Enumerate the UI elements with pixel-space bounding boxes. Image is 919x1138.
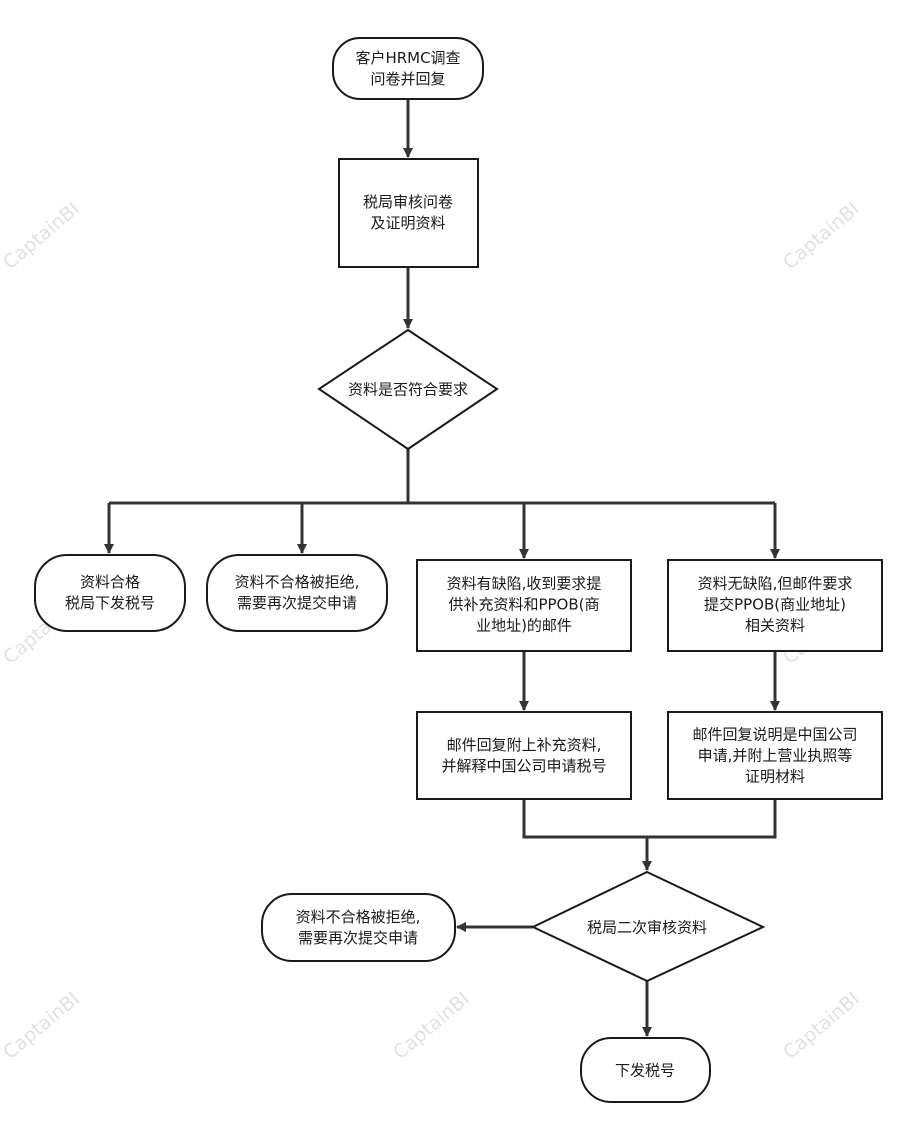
watermark-text: CaptainBI [779,988,864,1064]
label-line: 税局下发税号 [65,594,155,612]
review-label: 税局审核问卷及证明资料 [363,193,453,232]
no-defect-label: 资料无缺陷,但邮件要求提交PPOB(商业地址) 相关资料 [698,575,853,635]
label-line: 申请,并附上营业执照等 [698,747,853,765]
merge-line [522,799,777,839]
label-line: 提交PPOB(商业地址) [704,596,846,614]
second-review-label: 税局二次审核资料 [587,919,707,937]
qualified-terminal-shape [34,554,186,632]
watermark-text: CaptainBI [389,988,474,1064]
label-line: 邮件回复附上补充资料, [447,736,602,754]
label-line: 资料是否符合要求 [348,381,468,399]
issue-tax-id-terminal-shape [580,1037,711,1103]
rejected-again-label: 资料不合格被拒绝, 需要再次提交申请 [296,908,421,947]
label-line: 问卷并回复 [370,70,445,88]
label-line: 相关资料 [745,617,805,635]
decision-shape [317,328,499,451]
label-line: 资料不合格被拒绝, [296,908,421,926]
start-label: 客户HRMC调查问卷并回复 [355,49,460,88]
label-line: 客户HRMC调查 [355,49,460,67]
rejected-terminal-shape [206,554,388,632]
review-process-shape [338,158,479,268]
label-line: 需要再次提交申请 [298,929,418,947]
label-line: 税局审核问卷 [363,193,453,211]
label-line: 及证明资料 [370,214,445,232]
label-line: 并解释中国公司申请税号 [441,757,606,775]
reply-supplement-shape [416,711,632,800]
label-line: 需要再次提交申请 [237,594,357,612]
label-line: 下发税号 [615,1062,675,1080]
defect-label: 资料有缺陷,收到要求提供补充资料和PPOB(商业地址)的邮件 [447,575,602,635]
defect-process-shape [416,559,632,652]
label-line: 税局二次审核资料 [587,919,707,937]
no-defect-process-shape [667,559,883,652]
label-line: 供补充资料和PPOB(商 [448,596,599,614]
rejected-label: 资料不合格被拒绝, 需要再次提交申请 [235,573,360,612]
label-line: 邮件回复说明是中国公司 [692,726,857,744]
watermark-text: CaptainBI [0,988,84,1064]
reply-china-label: 邮件回复说明是中国公司申请,并附上营业执照等证明材料 [692,726,857,786]
start-node-shape [332,37,484,100]
reply-china-shape [667,711,883,800]
label-line: 资料无缺陷,但邮件要求 [698,575,853,593]
label-line: 资料有缺陷,收到要求提 [447,575,602,593]
labels: 客户HRMC调查问卷并回复 税局审核问卷及证明资料 资料是否符合要求 资料合格税… [65,49,858,1080]
label-line: 资料不合格被拒绝, [235,573,360,591]
label-line: 资料合格 [80,573,140,591]
rejected-again-terminal-shape [261,893,456,962]
reply-supplement-label: 邮件回复附上补充资料, 并解释中国公司申请税号 [441,736,606,775]
branch-line [109,449,775,505]
watermark-text: CaptainBI [0,198,84,274]
qualified-label: 资料合格税局下发税号 [65,573,155,612]
issue-tax-id-label: 下发税号 [615,1062,675,1080]
decision-label: 资料是否符合要求 [348,381,468,399]
second-review-shape [530,870,766,983]
label-line: 证明材料 [745,768,805,786]
shapes [34,37,883,1103]
connectors [104,99,780,1037]
label-line: 业地址)的邮件 [476,617,572,635]
watermark-text: CaptainBI [779,198,864,274]
